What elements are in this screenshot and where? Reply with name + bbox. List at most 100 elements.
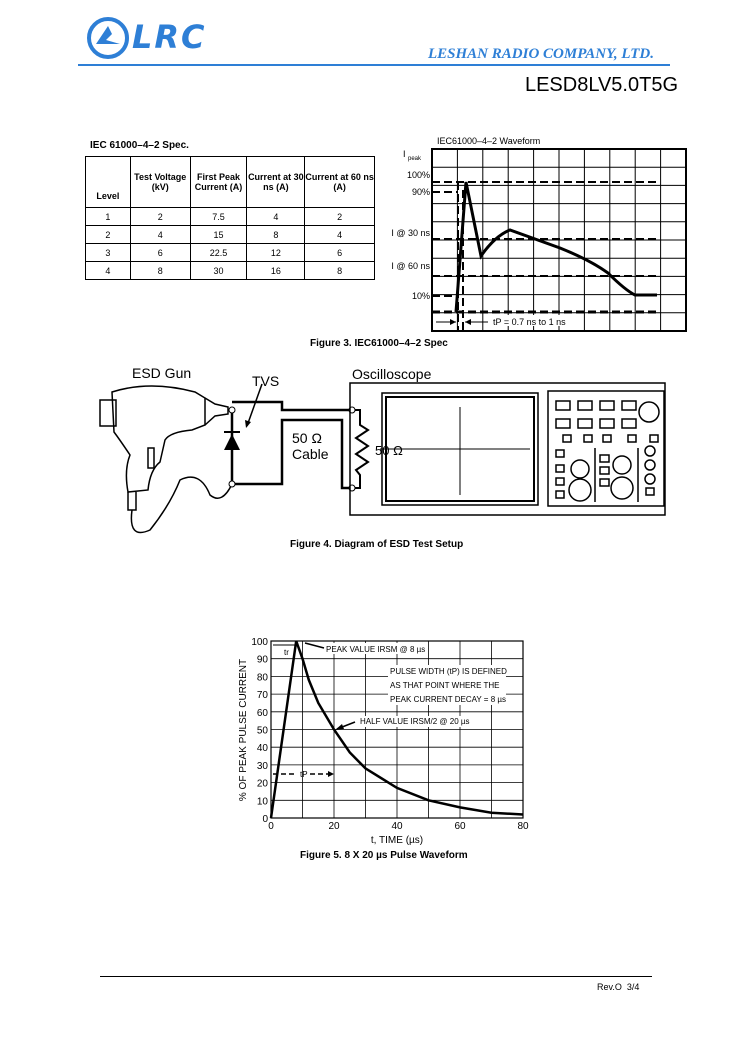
scope-button (555, 477, 565, 486)
revision-page: Rev.O 3/4 (597, 982, 640, 992)
y-tick-label: 30 (257, 761, 269, 772)
label-10: 10% (412, 291, 430, 301)
pulse-width-note-3: PEAK CURRENT DECAY = 8 µs (390, 695, 506, 704)
scope-knob (610, 476, 634, 500)
company-name: LESHAN RADIO COMPANY, LTD. (428, 46, 655, 62)
half-annotation: HALF VALUE IRSM/2 @ 20 µs (360, 717, 470, 726)
scope-button (599, 400, 615, 411)
x-tick-label: 20 (328, 821, 340, 832)
scope-button (555, 449, 565, 458)
oscilloscope-label: Oscilloscope (352, 366, 432, 382)
table-header-row: Level Test Voltage (kV) First Peak Curre… (85, 156, 375, 208)
tr-annotation: tr (284, 648, 289, 657)
scope-button (577, 400, 593, 411)
scope-knob (570, 459, 590, 479)
scope-knob (644, 473, 656, 485)
scope-button (583, 434, 593, 443)
y-tick-label: 90 (257, 655, 269, 666)
y-tick-label: 20 (257, 779, 269, 790)
scope-button (627, 434, 637, 443)
scope-button (555, 400, 571, 411)
plot-frame (270, 640, 524, 819)
header-rule (78, 64, 670, 66)
pulse-width-note-2: AS THAT POINT WHERE THE (390, 681, 500, 690)
scope-button (599, 454, 610, 463)
cable-label-1: 50 Ω (292, 430, 322, 446)
label-90: 90% (412, 187, 430, 197)
y-tick-label: 0 (262, 814, 268, 825)
x-tick-label: 60 (454, 821, 466, 832)
x-tick-label: 40 (391, 821, 403, 832)
pulse-width-note-1: PULSE WIDTH (tP) IS DEFINED (390, 667, 507, 676)
figure3-caption: Figure 3. IEC61000–4–2 Spec (310, 338, 448, 349)
cell: 8 (304, 261, 375, 280)
y-tick-label: 80 (257, 672, 269, 683)
label-30ns: I @ 30 ns (391, 228, 430, 238)
y-tick-label: 10 (257, 796, 269, 807)
figure3-waveform: IEC61000–4–2 Waveform I peak 100% 90% I … (391, 136, 687, 332)
lrc-logo: LRC (86, 16, 216, 60)
part-number: LESD8LV5.0T5G (524, 74, 678, 96)
cable-label-2: Cable (292, 446, 329, 462)
logo-text: LRC (132, 18, 207, 56)
tvs-diode-icon (224, 383, 263, 450)
oscilloscope-icon (349, 382, 666, 516)
figure5-chart: 0 10 20 30 40 50 60 70 80 90 100 0 20 40 60 80 % OF PEA… (238, 637, 529, 846)
scope-button (621, 418, 637, 429)
logo-emblem-icon (87, 17, 129, 59)
y-tick-label: 50 (257, 726, 269, 737)
scope-knob (612, 455, 632, 475)
scope-button (599, 418, 615, 429)
scope-knob (644, 445, 656, 457)
scope-button (649, 434, 659, 443)
y-axis-label: % OF PEAK PULSE CURRENT (238, 659, 249, 801)
ipeak-label: I (403, 149, 406, 159)
col-header: Level (85, 156, 131, 208)
figure4-esd-diagram: ESD Gun TVS Oscilloscope 50 Ω Cable 50 Ω (99, 365, 666, 534)
tvs-label: TVS (252, 373, 279, 389)
scope-knob (644, 459, 656, 471)
scope-button (555, 418, 571, 429)
pulse-series-line (269, 640, 524, 819)
col-header: Test Voltage (kV) (129, 156, 191, 208)
col-header: Current at 60 ns (A) (304, 156, 375, 208)
label-100: 100% (407, 170, 430, 180)
y-tick-label: 40 (257, 743, 269, 754)
scope-knob (568, 478, 592, 502)
x-tick-label: 0 (268, 821, 274, 832)
scope-button (577, 418, 593, 429)
cell: 16 (246, 261, 306, 280)
figure5-caption: Figure 5. 8 X 20 µs Pulse Waveform (300, 850, 468, 861)
scope-button (645, 487, 655, 496)
scope-button (599, 478, 610, 487)
y-tick-label: 70 (257, 690, 269, 701)
scope-button (621, 400, 637, 411)
col-header: First Peak Current (A) (189, 156, 248, 208)
scope-button (555, 490, 565, 499)
scope-button (599, 466, 610, 475)
figure3-title: IEC61000–4–2 Waveform (437, 136, 540, 146)
spec-table-title: IEC 61000–4–2 Spec. (90, 140, 189, 151)
scope-button (555, 464, 565, 473)
label-60ns: I @ 60 ns (391, 261, 430, 271)
esd-gun-label: ESD Gun (132, 365, 191, 381)
waveform-curve (454, 181, 657, 313)
x-axis-label: t, TIME (µs) (371, 835, 423, 846)
x-tick-label: 80 (517, 821, 529, 832)
scope-button (602, 434, 612, 443)
spec-table: Level Test Voltage (kV) First Peak Curre… (85, 156, 375, 280)
ipeak-sub: peak (408, 156, 422, 162)
peak-annotation: PEAK VALUE IRSM @ 8 µs (326, 645, 425, 654)
y-tick-label: 60 (257, 708, 269, 719)
esd-gun-icon (99, 385, 233, 534)
footer-rule (100, 976, 652, 977)
figure4-caption: Figure 4. Diagram of ESD Test Setup (290, 539, 464, 550)
resistor-label: 50 Ω (375, 443, 403, 458)
scope-button (562, 434, 572, 443)
y-tick-label: 100 (251, 637, 268, 648)
tp-label: tP = 0.7 ns to 1 ns (493, 317, 566, 327)
scope-knob (638, 401, 660, 423)
tp-annotation: tP (300, 770, 308, 779)
